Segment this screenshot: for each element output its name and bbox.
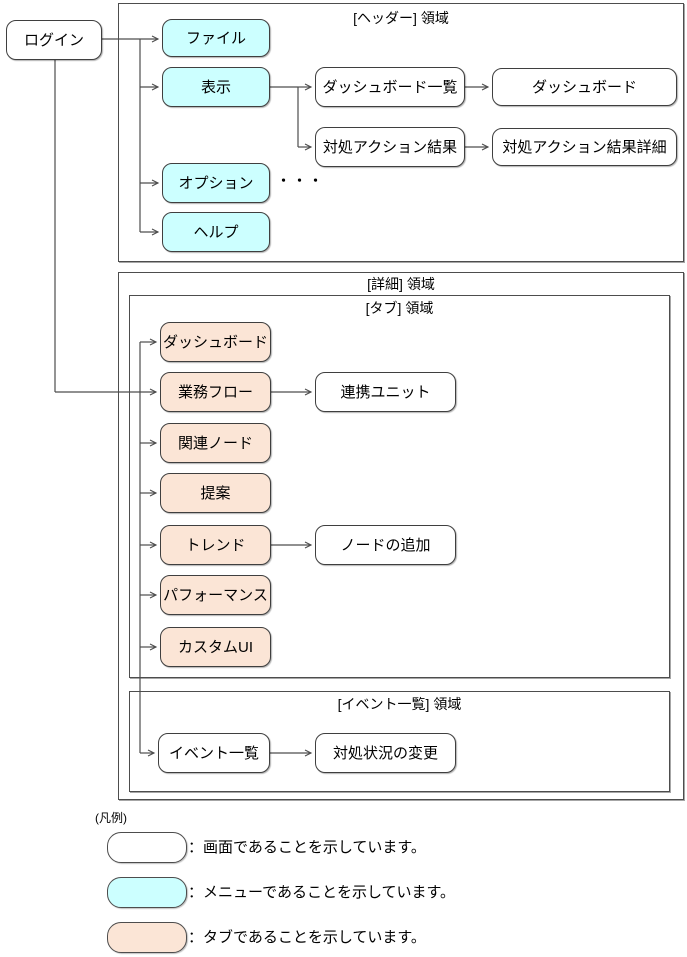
legend-menu-label: ：メニューであることを示しています。: [188, 884, 456, 901]
event-area-label: [イベント一覧] 領域: [337, 696, 462, 712]
node-dashboard-list-screen: ダッシュボード一覧: [315, 67, 465, 107]
detail-area-label: [詳細] 領域: [367, 276, 435, 292]
node-link-unit-screen: 連携ユニット: [315, 372, 456, 412]
header-area: [ヘッダー] 領域: [118, 3, 684, 262]
legend-screen-label: ：画面であることを示しています。: [188, 839, 426, 856]
detail-area: [詳細] 領域: [118, 272, 684, 800]
node-action-result-screen: 対処アクション結果: [315, 127, 465, 167]
node-action-result-detail-screen: 対処アクション結果詳細: [492, 128, 677, 166]
node-event-list-screen: イベント一覧: [158, 733, 270, 773]
node-menu-file: ファイル: [162, 19, 270, 57]
node-tab-performance: パフォーマンス: [160, 575, 271, 615]
legend-screen-swatch: [107, 832, 187, 863]
tab-area: [タブ] 領域: [129, 295, 670, 678]
node-add-node-screen: ノードの追加: [315, 525, 456, 565]
node-change-status-screen: 対処状況の変更: [315, 733, 456, 773]
tab-area-label: [タブ] 領域: [365, 300, 434, 316]
node-tab-trend: トレンド: [160, 525, 271, 565]
node-menu-help: ヘルプ: [162, 212, 270, 252]
legend-tab-label: ：タブであることを示しています。: [188, 929, 426, 946]
node-menu-view: 表示: [162, 67, 270, 107]
node-dashboard-screen: ダッシュボード: [492, 68, 677, 106]
node-login-screen: ログイン: [6, 20, 102, 60]
node-tab-business-flow: 業務フロー: [160, 372, 271, 412]
legend-menu-swatch: [107, 877, 187, 908]
event-area: [イベント一覧] 領域: [129, 691, 670, 792]
node-tab-dashboard: ダッシュボード: [160, 322, 271, 362]
node-tab-proposal: 提案: [160, 473, 271, 513]
ellipsis-more-menus: ・・・: [277, 173, 326, 188]
node-menu-options: オプション: [162, 163, 270, 203]
header-area-label: [ヘッダー] 領域: [353, 10, 449, 26]
node-tab-custom-ui: カスタムUI: [160, 627, 271, 667]
legend-tab-swatch: [107, 922, 187, 953]
node-tab-related-node: 関連ノード: [160, 423, 271, 463]
legend-title: (凡例): [95, 811, 127, 825]
